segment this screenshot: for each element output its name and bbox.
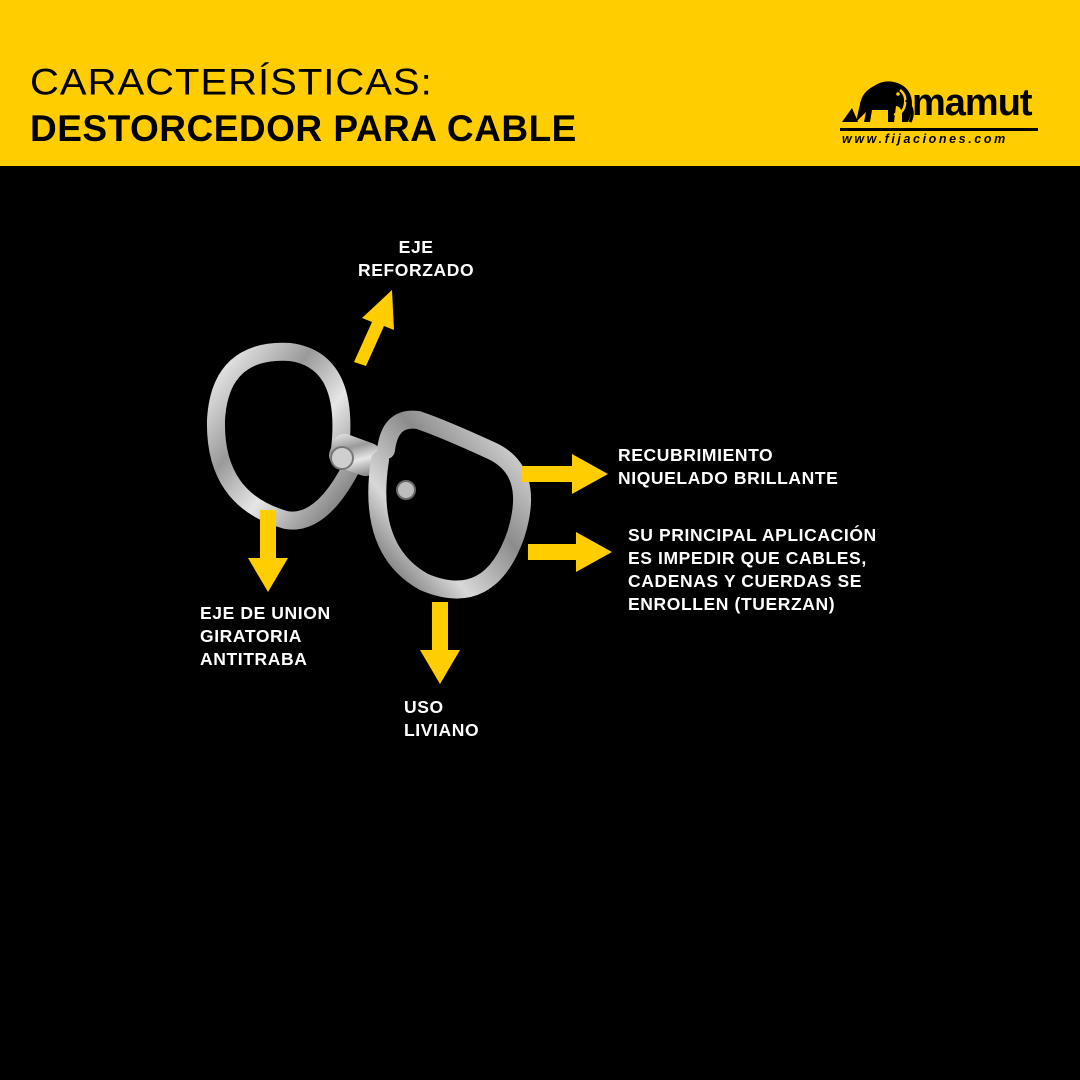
header-band: CARACTERÍSTICAS: DESTORCEDOR PARA CABLE … [0, 0, 1080, 166]
feature-eje-union: EJE DE UNION GIRATORIA ANTITRABA [200, 603, 331, 669]
brand-name: mamut [912, 82, 1033, 124]
feature-eje-reforzado: EJE REFORZADO [358, 237, 475, 280]
arrow-right-icon [528, 532, 612, 572]
swivel-product-image [206, 342, 531, 599]
arrow-right-icon [522, 454, 608, 494]
brand-url: www.fijaciones.com [842, 132, 1008, 146]
feature-aplicacion: SU PRINCIPAL APLICACIÓN ES IMPEDIR QUE C… [628, 525, 877, 614]
product-title: DESTORCEDOR PARA CABLE [30, 108, 577, 149]
arrow-down-icon [420, 602, 460, 684]
arrow-down-icon [248, 510, 288, 592]
logo-underline [840, 128, 1038, 131]
mammoth-icon [842, 81, 914, 123]
feature-recubrimiento: RECUBRIMIENTO NIQUELADO BRILLANTE [618, 445, 839, 488]
arrow-up-right-icon [354, 290, 394, 366]
title-characteristics: CARACTERÍSTICAS: [30, 62, 433, 103]
brand-logo: mamut www.fijaciones.com [838, 70, 1043, 150]
feature-uso: USO LIVIANO [404, 697, 480, 740]
